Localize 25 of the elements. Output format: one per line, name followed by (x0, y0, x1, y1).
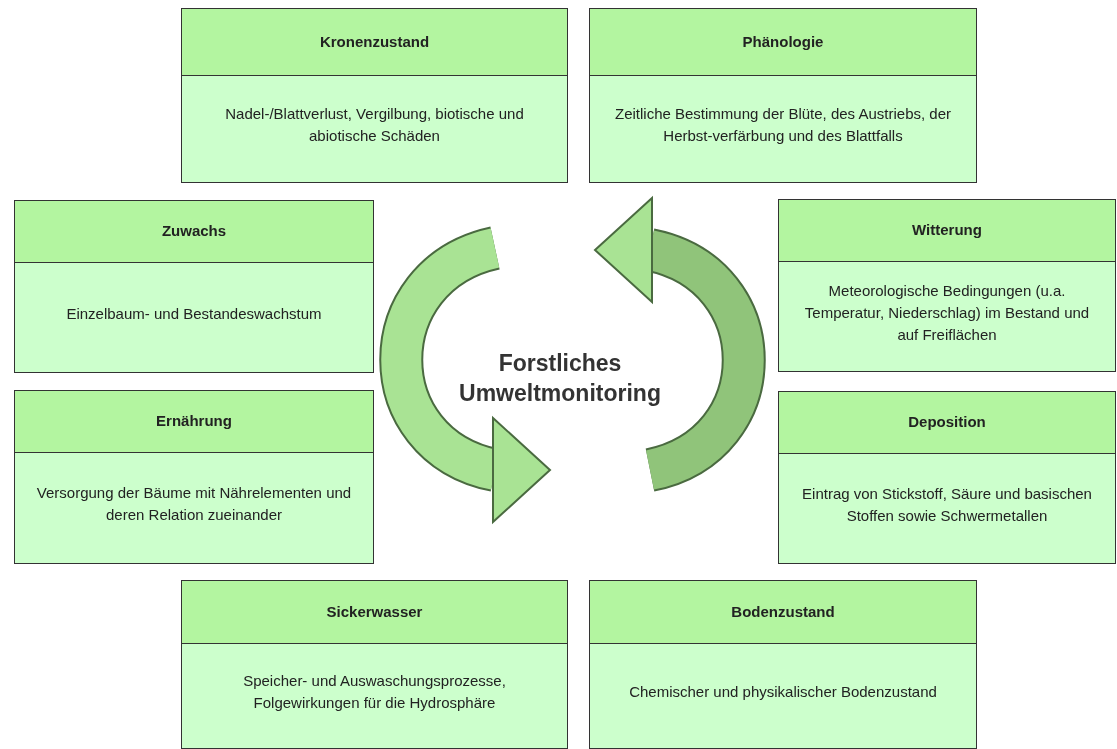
card-description: Versorgung der Bäume mit Nährelementen und deren Relation zueinander (35, 483, 353, 525)
center-title: Forstliches Umweltmonitoring (458, 349, 662, 408)
card-description: Zeitliche Bestimmung der Blüte, des Austriebs, der Herbst-verfärbung und des Blattfalls (614, 104, 952, 146)
card-heading: Zuwachs (161, 221, 227, 242)
card-description: Nadel-/Blattverlust, Vergilbung, biotische und abiotische Schäden (224, 104, 525, 146)
card-heading: Kronenzustand (319, 31, 430, 52)
topic-card (778, 199, 1116, 372)
card-description: Speicher- und Auswaschungsprozesse, Folgewirkungen für die Hydrosphäre (242, 671, 507, 713)
topic-card (589, 580, 977, 749)
topic-card (778, 391, 1116, 564)
card-description: Meteorologische Bedingungen (u.a. Temperatur, Niederschlag) im Bestand und auf Freiflächen (803, 280, 1091, 345)
card-heading: Ernährung (156, 411, 232, 432)
card-heading: Phänologie (742, 31, 824, 52)
topic-card (589, 8, 977, 183)
card-description: Chemischer und physikalischer Bodenzustand (629, 682, 937, 702)
card-heading: Witterung (912, 220, 982, 241)
card-description: Eintrag von Stickstoff, Säure und basischen Stoffen sowie Schwermetallen (801, 483, 1093, 526)
card-heading: Deposition (908, 412, 986, 433)
topic-card (181, 580, 568, 749)
topic-card (181, 8, 568, 183)
topic-card (14, 390, 374, 564)
card-heading: Bodenzustand (731, 601, 835, 622)
card-description: Einzelbaum- und Bestandeswachstum (66, 303, 322, 324)
card-heading: Sickerwasser (326, 601, 423, 622)
topic-card (14, 200, 374, 373)
